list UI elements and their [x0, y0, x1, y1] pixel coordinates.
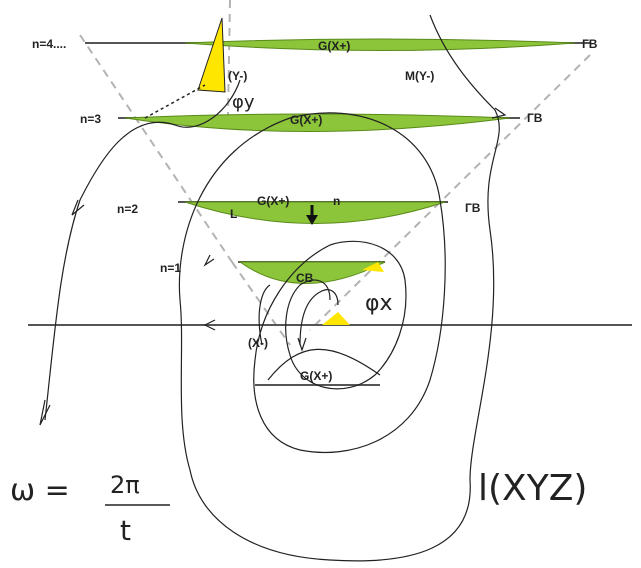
label-x-minus: (X-) [248, 336, 268, 350]
flow-curve-x-minus [258, 284, 271, 346]
label-y-minus-left: (Y-) [228, 69, 247, 83]
label-g-n3: G(X+) [290, 113, 322, 127]
cone-guide-left-lower [231, 261, 291, 346]
spiral-outer [178, 14, 500, 562]
lens-n2 [184, 201, 446, 224]
bell-curve-bottom [267, 348, 381, 381]
formula-omega-denominator: t [120, 514, 131, 547]
y-minus-dashed-arrow [144, 84, 206, 119]
spiral-core [299, 289, 339, 346]
label-gv-top: ГВ [582, 37, 598, 51]
flow-arrow-left [39, 399, 51, 426]
formula-coords: l(XYZ) [478, 468, 587, 509]
label-phi-y: φy [232, 92, 255, 113]
label-l-small: L [230, 207, 237, 221]
axis-arrow-x [203, 319, 216, 331]
cone-guide-right [309, 54, 591, 331]
n2-down-arrowhead [306, 215, 318, 225]
lens-n4 [184, 38, 576, 51]
vertical-guide [227, 0, 231, 116]
spiral-inner [285, 240, 407, 390]
label-gv-n2: ГВ [465, 201, 481, 215]
label-phi-x: φx [365, 291, 393, 316]
flow-arrow-n1 [203, 254, 215, 267]
cone-guide-left [79, 34, 233, 263]
label-g-top: G(X+) [318, 39, 350, 53]
label-gv-n3: ГВ [527, 111, 543, 125]
highlight-cb-corner [362, 262, 384, 272]
highlight-x-angle [322, 312, 350, 325]
flow-curve-left [44, 79, 241, 421]
level-label-n2: n=2 [117, 202, 138, 216]
label-m-y-minus: M(Y-) [405, 69, 434, 83]
flow-arrow-right [491, 107, 507, 119]
flow-arrow-core [297, 337, 307, 352]
flow-arrow-left-mid [71, 199, 85, 216]
label-n-small: n [333, 194, 340, 208]
formula-omega-lhs: ω = [10, 473, 70, 508]
level-label-n3: n=3 [80, 112, 101, 126]
label-g-n2: G(X+) [257, 194, 289, 208]
label-cb: CB [296, 271, 314, 285]
level-label-n4: n=4.... [32, 37, 66, 51]
level-label-n1: n=1 [160, 261, 181, 275]
highlight-y-angle [197, 17, 226, 93]
label-g-bottom: G(X+) [300, 369, 332, 383]
lens-n3 [124, 113, 511, 132]
formula-omega-numerator: 2π [110, 471, 140, 499]
